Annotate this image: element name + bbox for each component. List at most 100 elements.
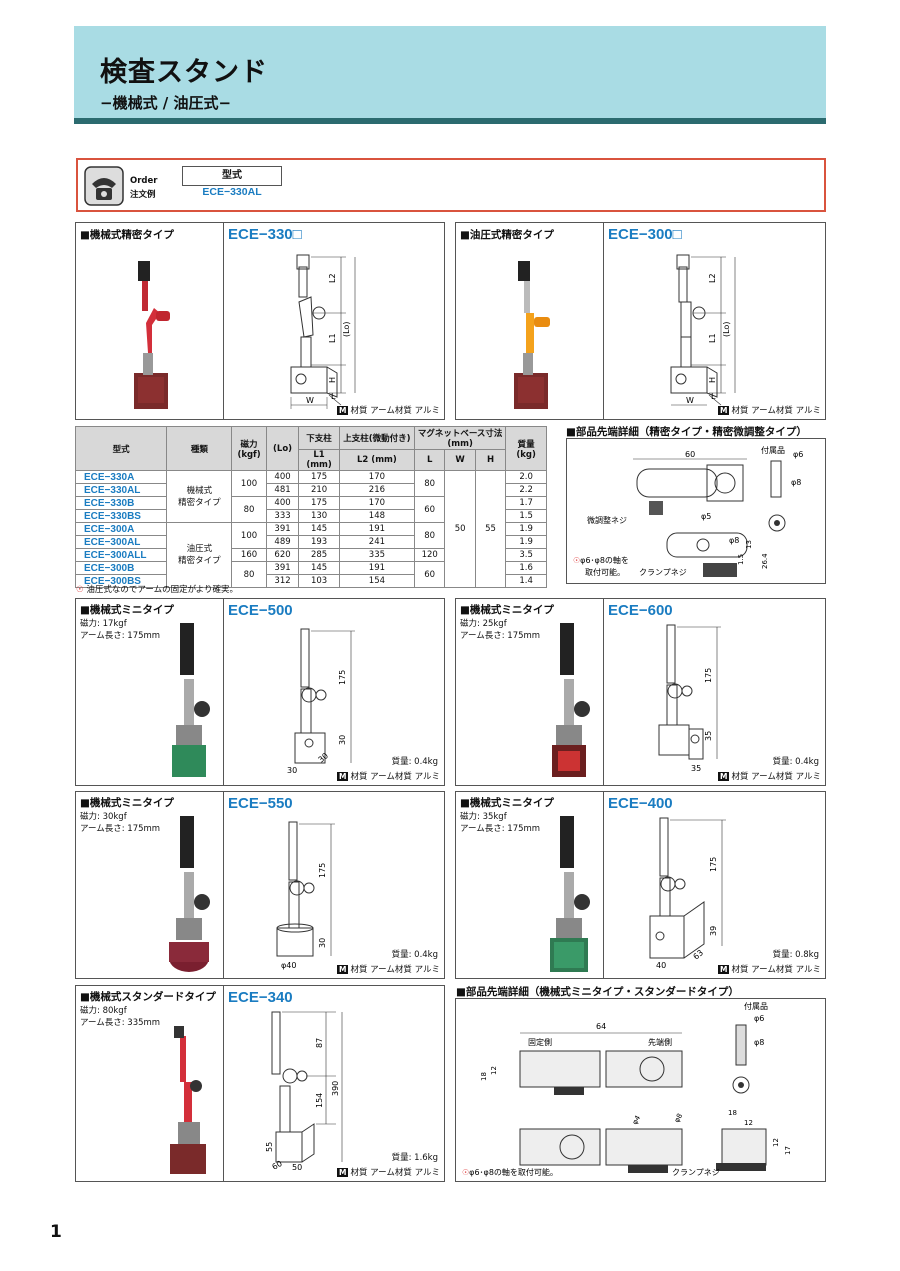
spec-magnet: 磁力: 30kgf bbox=[80, 812, 127, 822]
label-tip-side: 先端側 bbox=[648, 1037, 672, 1047]
page-number: 1 bbox=[50, 1222, 62, 1242]
dim-60: 60 bbox=[685, 450, 695, 459]
detail1-drawing: 60 付属品 φ6 φ8 微調整ネジ φ5 φ8 13 1.5 26.4 ☉φ6… bbox=[573, 445, 803, 577]
cell-model: ECE−300B bbox=[74, 561, 168, 575]
dim-63: 63 bbox=[692, 948, 706, 961]
m-badge: M bbox=[717, 406, 730, 415]
dim-phi8b: φ8 bbox=[754, 1038, 764, 1047]
dim-175: 175 bbox=[338, 670, 347, 685]
dim-12c: 12 bbox=[772, 1138, 780, 1147]
divider bbox=[603, 599, 604, 785]
section-ece-330: ■機械式精密タイプ ECE−330□ L2 (Lo) L1 H W L bbox=[75, 222, 445, 420]
table-row: ECE−330BS 333 130 148 1.5 bbox=[74, 509, 547, 523]
table-row: ECE−300ALL 160 620 285 335 120 3.5 bbox=[74, 548, 547, 562]
cell-base-w: 50 bbox=[444, 470, 476, 588]
cell-lo: 312 bbox=[265, 574, 300, 588]
cell-l1: 193 bbox=[298, 535, 340, 549]
cell-base-l: 60 bbox=[413, 561, 446, 588]
spec-arm: アーム長さ: 175mm bbox=[80, 824, 161, 834]
dim-phi5: φ5 bbox=[701, 512, 711, 521]
th-mag2: (kgf) bbox=[237, 449, 261, 460]
detail1-note2: 取付可能。 bbox=[585, 567, 625, 577]
dim-l: L bbox=[331, 392, 336, 401]
drawing-ece-330: L2 (Lo) L1 H W L bbox=[290, 254, 356, 409]
spec-table: 型式 種類 磁力(kgf) (Lo) 下支柱 上支柱(微動付き) マグネットベー… bbox=[74, 426, 547, 588]
dim-40: 40 bbox=[656, 961, 666, 970]
dim-30: 30 bbox=[338, 735, 347, 745]
dim-phi8: φ8 bbox=[673, 1112, 684, 1124]
th-mass1: 質量 bbox=[517, 439, 535, 450]
cell-lo: 481 bbox=[265, 483, 300, 497]
dim-l1: L1 bbox=[328, 333, 337, 343]
cell-model: ECE−330AL bbox=[74, 483, 168, 497]
section-label: ■油圧式精密タイプ bbox=[460, 229, 554, 241]
drawing-ece-340: 87 390 154 55 60 50 bbox=[265, 1011, 343, 1172]
detail2-note-text: φ6･φ8の軸を取付可能。 bbox=[469, 1167, 558, 1177]
model-title: ECE−600 bbox=[608, 602, 673, 619]
header-underline bbox=[74, 118, 826, 124]
cell-mag: 100 bbox=[231, 470, 267, 497]
dim-w: W bbox=[306, 396, 314, 405]
dim-12b: 12 bbox=[744, 1119, 753, 1127]
cell-l1: 145 bbox=[298, 561, 340, 575]
cell-l2: 335 bbox=[338, 548, 415, 562]
dim-87: 87 bbox=[315, 1038, 324, 1048]
cell-l2: 148 bbox=[338, 509, 415, 523]
dim-lo: (Lo) bbox=[342, 322, 351, 337]
section-label: ■機械式ミニタイプ bbox=[460, 797, 554, 809]
cell-mass: 1.6 bbox=[505, 561, 547, 575]
section-label: ■機械式ミニタイプ bbox=[80, 604, 174, 616]
dim-13: 13 bbox=[745, 540, 753, 549]
cell-base-l: 60 bbox=[413, 496, 446, 523]
material-text: 材質 アーム材質 アルミ bbox=[731, 406, 821, 416]
product-photo-orange-stand bbox=[514, 261, 550, 409]
detail1-box: 60 付属品 φ6 φ8 微調整ネジ φ5 φ8 13 1.5 26.4 ☉φ6… bbox=[566, 438, 826, 584]
dim-12: 12 bbox=[490, 1066, 498, 1075]
dim-phi8b: φ8 bbox=[729, 536, 739, 545]
dim-1.5: 1.5 bbox=[737, 554, 745, 565]
cell-l2: 191 bbox=[338, 561, 415, 575]
section-label: ■機械式ミニタイプ bbox=[80, 797, 174, 809]
cell-mass: 1.4 bbox=[505, 574, 547, 588]
th-lo: (Lo) bbox=[265, 426, 300, 471]
m-badge: M bbox=[717, 965, 730, 974]
drawing-ece-600: 175 35 30 35 bbox=[658, 624, 721, 773]
cell-mag: 100 bbox=[231, 522, 267, 549]
cell-mag: 80 bbox=[231, 496, 267, 523]
product-photo-ece-340 bbox=[170, 1026, 206, 1174]
page-title: 検査スタンド bbox=[100, 57, 268, 88]
footnote-text: 油圧式なのでアームの固定がより確実。 bbox=[86, 585, 238, 595]
mass: 質量: 0.4kg bbox=[391, 757, 438, 767]
label-clamp-screw: クランプネジ bbox=[639, 568, 687, 577]
m-badge: M bbox=[717, 772, 730, 781]
th-mass2: (kg) bbox=[516, 449, 536, 460]
th-L: L bbox=[413, 449, 446, 471]
cell-l1: 130 bbox=[298, 509, 340, 523]
cell-mass: 1.9 bbox=[505, 535, 547, 549]
th-W: W bbox=[444, 449, 476, 471]
th-upper: 上支柱(微動付き) bbox=[338, 426, 415, 450]
cell-mass: 3.5 bbox=[505, 548, 547, 562]
dim-l2: L2 bbox=[328, 273, 337, 283]
cell-kind-hyd: 油圧式 精密タイプ bbox=[166, 522, 233, 588]
detail2-label: ■部品先端詳細（機械式ミニタイプ・スタンダードタイプ） bbox=[456, 986, 739, 998]
accessory-label: 付属品 bbox=[744, 1001, 768, 1011]
page-subtitle: −機械式 / 油圧式− bbox=[100, 94, 232, 112]
dim-phi6: φ6 bbox=[754, 1014, 764, 1023]
dim-l1: L1 bbox=[708, 333, 717, 343]
dim-phi6: φ6 bbox=[793, 450, 803, 459]
detail2-note: ☉φ6･φ8の軸を取付可能。 bbox=[462, 1167, 558, 1177]
m-badge: M bbox=[336, 406, 349, 415]
material-text: 材質 アーム材質 アルミ bbox=[350, 772, 440, 782]
model-title: ECE−300□ bbox=[608, 226, 682, 243]
m-badge: M bbox=[336, 965, 349, 974]
dim-18b: 18 bbox=[728, 1109, 737, 1117]
cell-l1: 145 bbox=[298, 522, 340, 536]
m-badge: M bbox=[336, 1168, 349, 1177]
product-photo-ece-400 bbox=[550, 816, 590, 972]
